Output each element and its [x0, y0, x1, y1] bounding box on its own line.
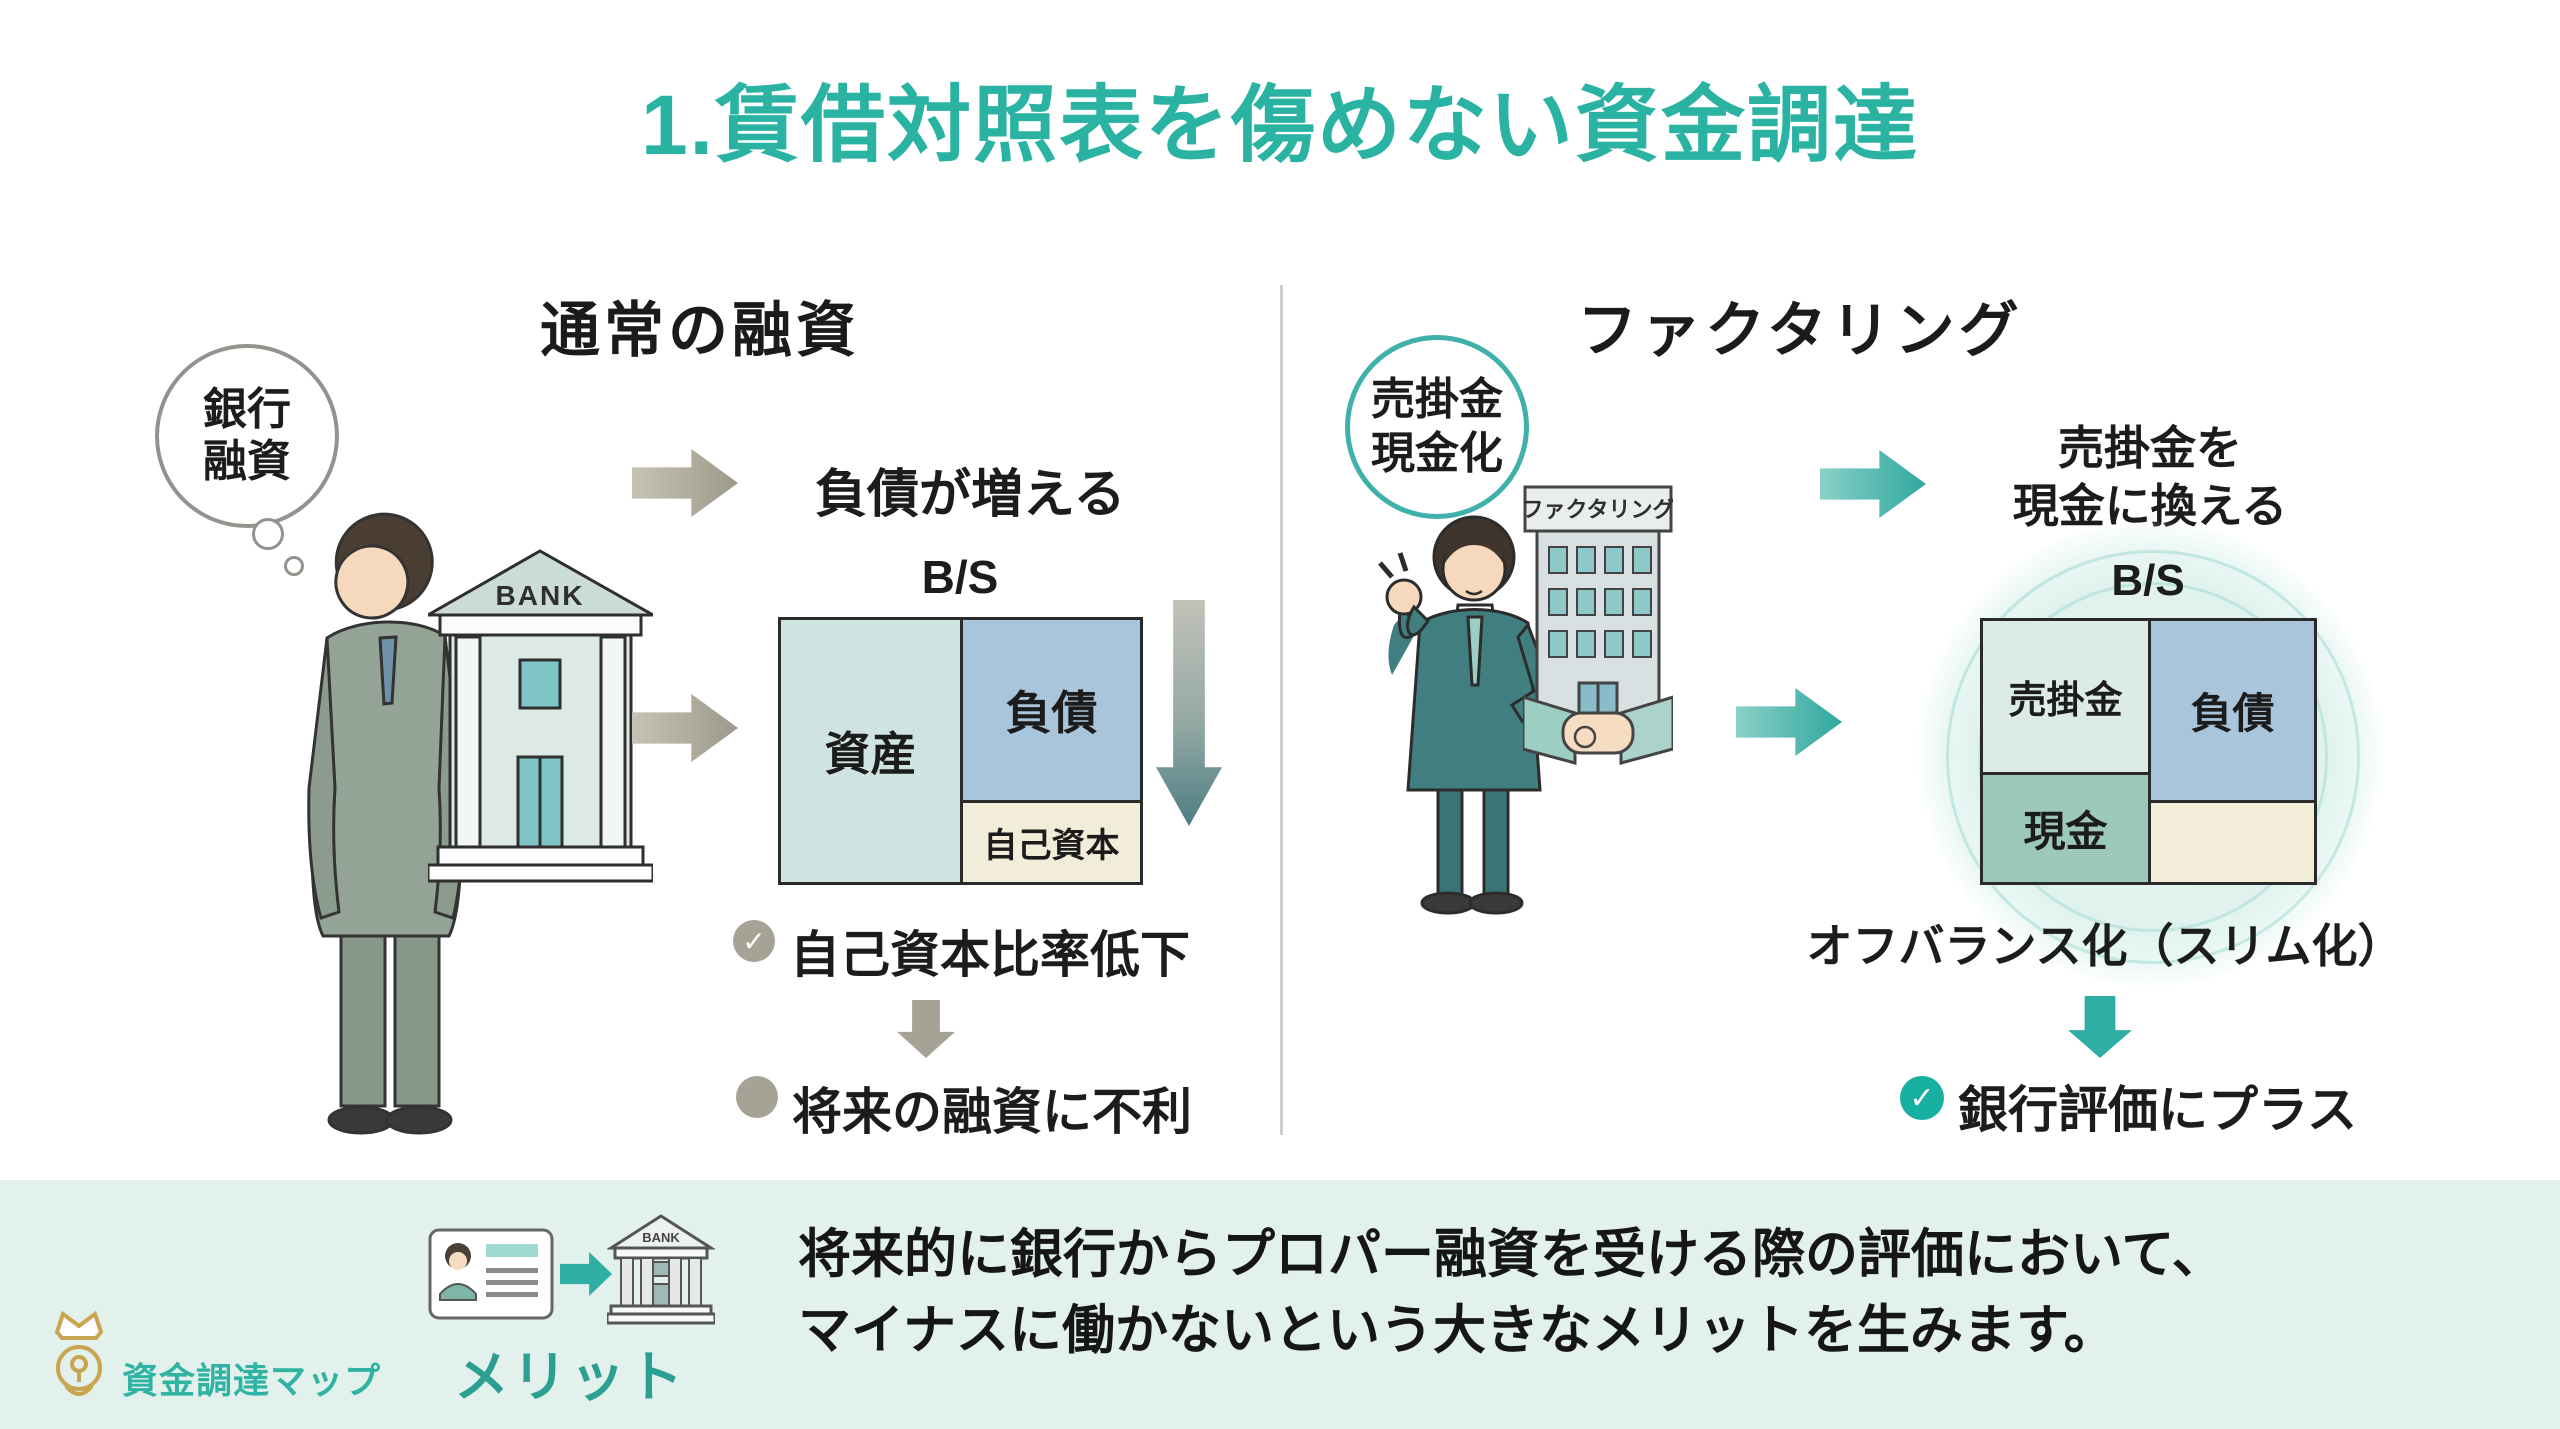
left-point-1: 自己資本比率低下	[790, 927, 1190, 983]
right-arrow-caption-line1: 売掛金を	[2058, 422, 2242, 474]
logo-crown-pin-icon	[54, 1310, 104, 1396]
footer-band	[0, 1180, 2560, 1429]
footer-text-line1: 将来的に銀行からプロパー融資を受ける際の評価において、	[798, 1225, 2225, 1284]
left-section-title: 通常の融資	[540, 297, 860, 364]
equity-cell: 自己資本	[963, 803, 1140, 882]
thought-bubble-line2: 融資	[203, 437, 291, 486]
arrow-right-icon	[632, 449, 738, 517]
thought-bubble-dot	[284, 556, 304, 576]
bowing-businessman-illustration	[307, 512, 465, 1135]
receivables-cell: 売掛金	[1983, 621, 2148, 775]
footer-text-line2: マイナスに働かないという大きなメリットを生みます。	[798, 1301, 2117, 1360]
right-section-title: ファクタリング	[1577, 297, 2023, 364]
id-card-icon	[428, 1228, 554, 1320]
thought-bubble-dot	[252, 518, 284, 550]
page-title: 1.賃借対照表を傷めない資金調達	[640, 78, 1920, 172]
thought-bubble-line1: 銀行	[203, 385, 291, 435]
liabilities-cell: 負債	[963, 620, 1140, 803]
bank-sign-label: BANK	[496, 580, 585, 611]
left-bs-label: B/S	[921, 551, 999, 603]
highlight-glow-ring	[1978, 582, 2328, 932]
factoring-building-illustration: ファクタリング	[1523, 485, 1673, 765]
offbalance-caption: オフバランス化（スリム化）	[1806, 920, 2404, 972]
right-balance-sheet: 売掛金 現金 負債	[1980, 618, 2317, 885]
arrow-down-icon	[1156, 600, 1222, 826]
arrow-right-icon	[1736, 688, 1842, 756]
thought-bubble: 銀行 融資	[155, 344, 339, 528]
receivables-cash-badge: 売掛金 現金化	[1345, 335, 1529, 519]
footer-bank-sign-label: BANK	[642, 1230, 680, 1245]
arrow-down-icon	[897, 1000, 955, 1058]
bullet-dot-icon	[736, 1076, 778, 1118]
section-divider	[1280, 285, 1283, 1135]
logo-text: 資金調達マップ	[122, 1360, 382, 1401]
highlight-glow-ring	[1946, 550, 2360, 964]
arrow-down-icon	[2068, 996, 2132, 1058]
empty-equity-cell	[2151, 803, 2314, 882]
liabilities-cell: 負債	[2151, 621, 2314, 803]
cash-cell: 現金	[1983, 775, 2148, 882]
badge-line2: 現金化	[1371, 429, 1503, 478]
right-bs-label: B/S	[2111, 556, 2185, 605]
left-point-2: 将来の融資に不利	[792, 1084, 1192, 1140]
check-glyph: ✓	[1909, 1081, 1935, 1115]
assets-cell: 資産	[781, 620, 960, 882]
bank-building-illustration: BANK	[428, 549, 653, 883]
factoring-sign-label: ファクタリング	[1523, 497, 1673, 522]
left-arrow-caption: 負債が増える	[815, 466, 1126, 524]
arrow-right-icon	[1820, 450, 1926, 518]
check-icon: ✓	[733, 920, 775, 962]
badge-line1: 売掛金	[1371, 375, 1503, 425]
check-glyph: ✓	[742, 925, 766, 957]
check-icon: ✓	[1900, 1076, 1944, 1120]
merit-label: メリット	[453, 1346, 686, 1408]
confident-businessman-illustration	[1378, 515, 1556, 915]
footer-bank-icon: BANK	[607, 1214, 715, 1325]
right-point: 銀行評価にプラス	[1958, 1082, 2357, 1138]
left-balance-sheet: 資産 負債 自己資本	[778, 617, 1143, 885]
